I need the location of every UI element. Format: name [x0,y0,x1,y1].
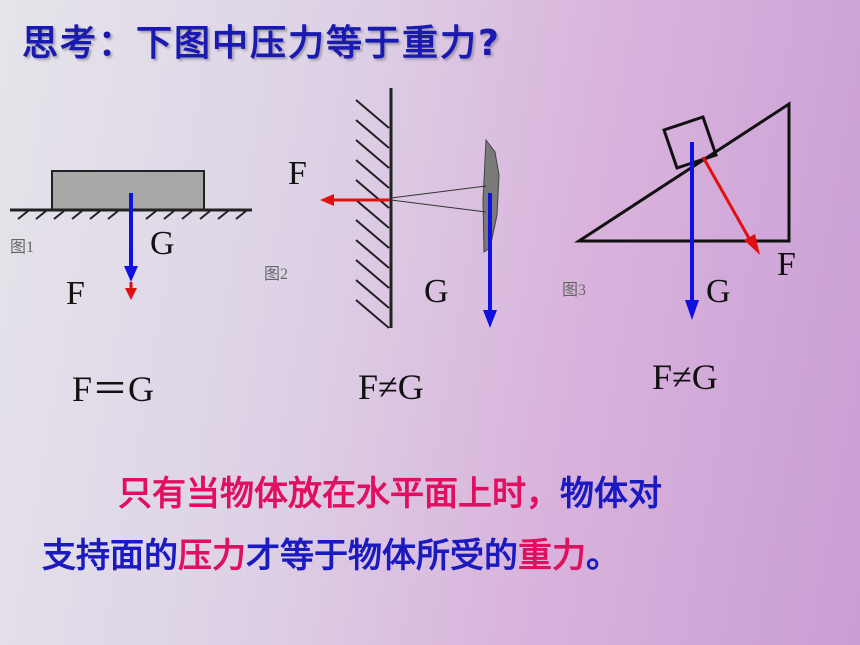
conclusion-text-b: 才等于物体所受的 [246,536,518,576]
figure-2-relation: F≠G [358,367,424,407]
figure-2-pressure-label: F [288,155,307,192]
figure-2-caption: 图2 [264,266,289,283]
figure-2-diagram [320,88,500,329]
conclusion-text-a: 支持面的 [42,536,178,576]
conclusion-line-2: 支持面的压力才等于物体所受的重力。 [42,528,620,584]
guide-line-top [390,185,487,199]
conclusion-condition: 只有当物体放在水平面上时， [118,474,560,514]
pressure-arrow [701,156,752,241]
gravity-arrowhead [483,310,497,328]
ground-hatch [17,210,247,220]
figure-2-gravity-label: G [424,273,449,310]
pressure-arrowhead [320,194,334,206]
figure-1-gravity-label: G [150,225,175,262]
figure-3-relation: F≠G [652,357,718,397]
conclusion-line-1: 只有当物体放在水平面上时，物体对 [118,466,662,522]
block-on-incline [662,115,718,170]
incline-triangle [573,101,791,243]
conclusion-gravity-term: 重力 [518,536,586,576]
figure-3-pressure-label: F [777,246,796,283]
pressure-arrowhead [125,288,137,300]
figure-3-diagram [573,101,791,320]
conclusion-subject: 物体对 [560,474,662,514]
gravity-arrowhead [124,266,138,282]
pressure-arrowhead [744,234,760,255]
page-title: 思考：下图中压力等于重力? [22,23,501,64]
gravity-arrowhead [685,300,699,320]
figure-1-pressure-label: F [66,275,85,312]
conclusion-pressure-term: 压力 [178,536,246,576]
figure-1-diagram [10,170,252,300]
guide-line-bottom [390,199,487,213]
conclusion-period: 。 [586,536,620,576]
wall-hatch [355,99,390,329]
block [51,170,205,211]
figure-3-gravity-label: G [706,273,731,310]
figure-3-caption: 图3 [562,282,587,299]
figure-1-caption: 图1 [10,239,35,256]
figure-1-relation: F＝G [72,369,155,409]
